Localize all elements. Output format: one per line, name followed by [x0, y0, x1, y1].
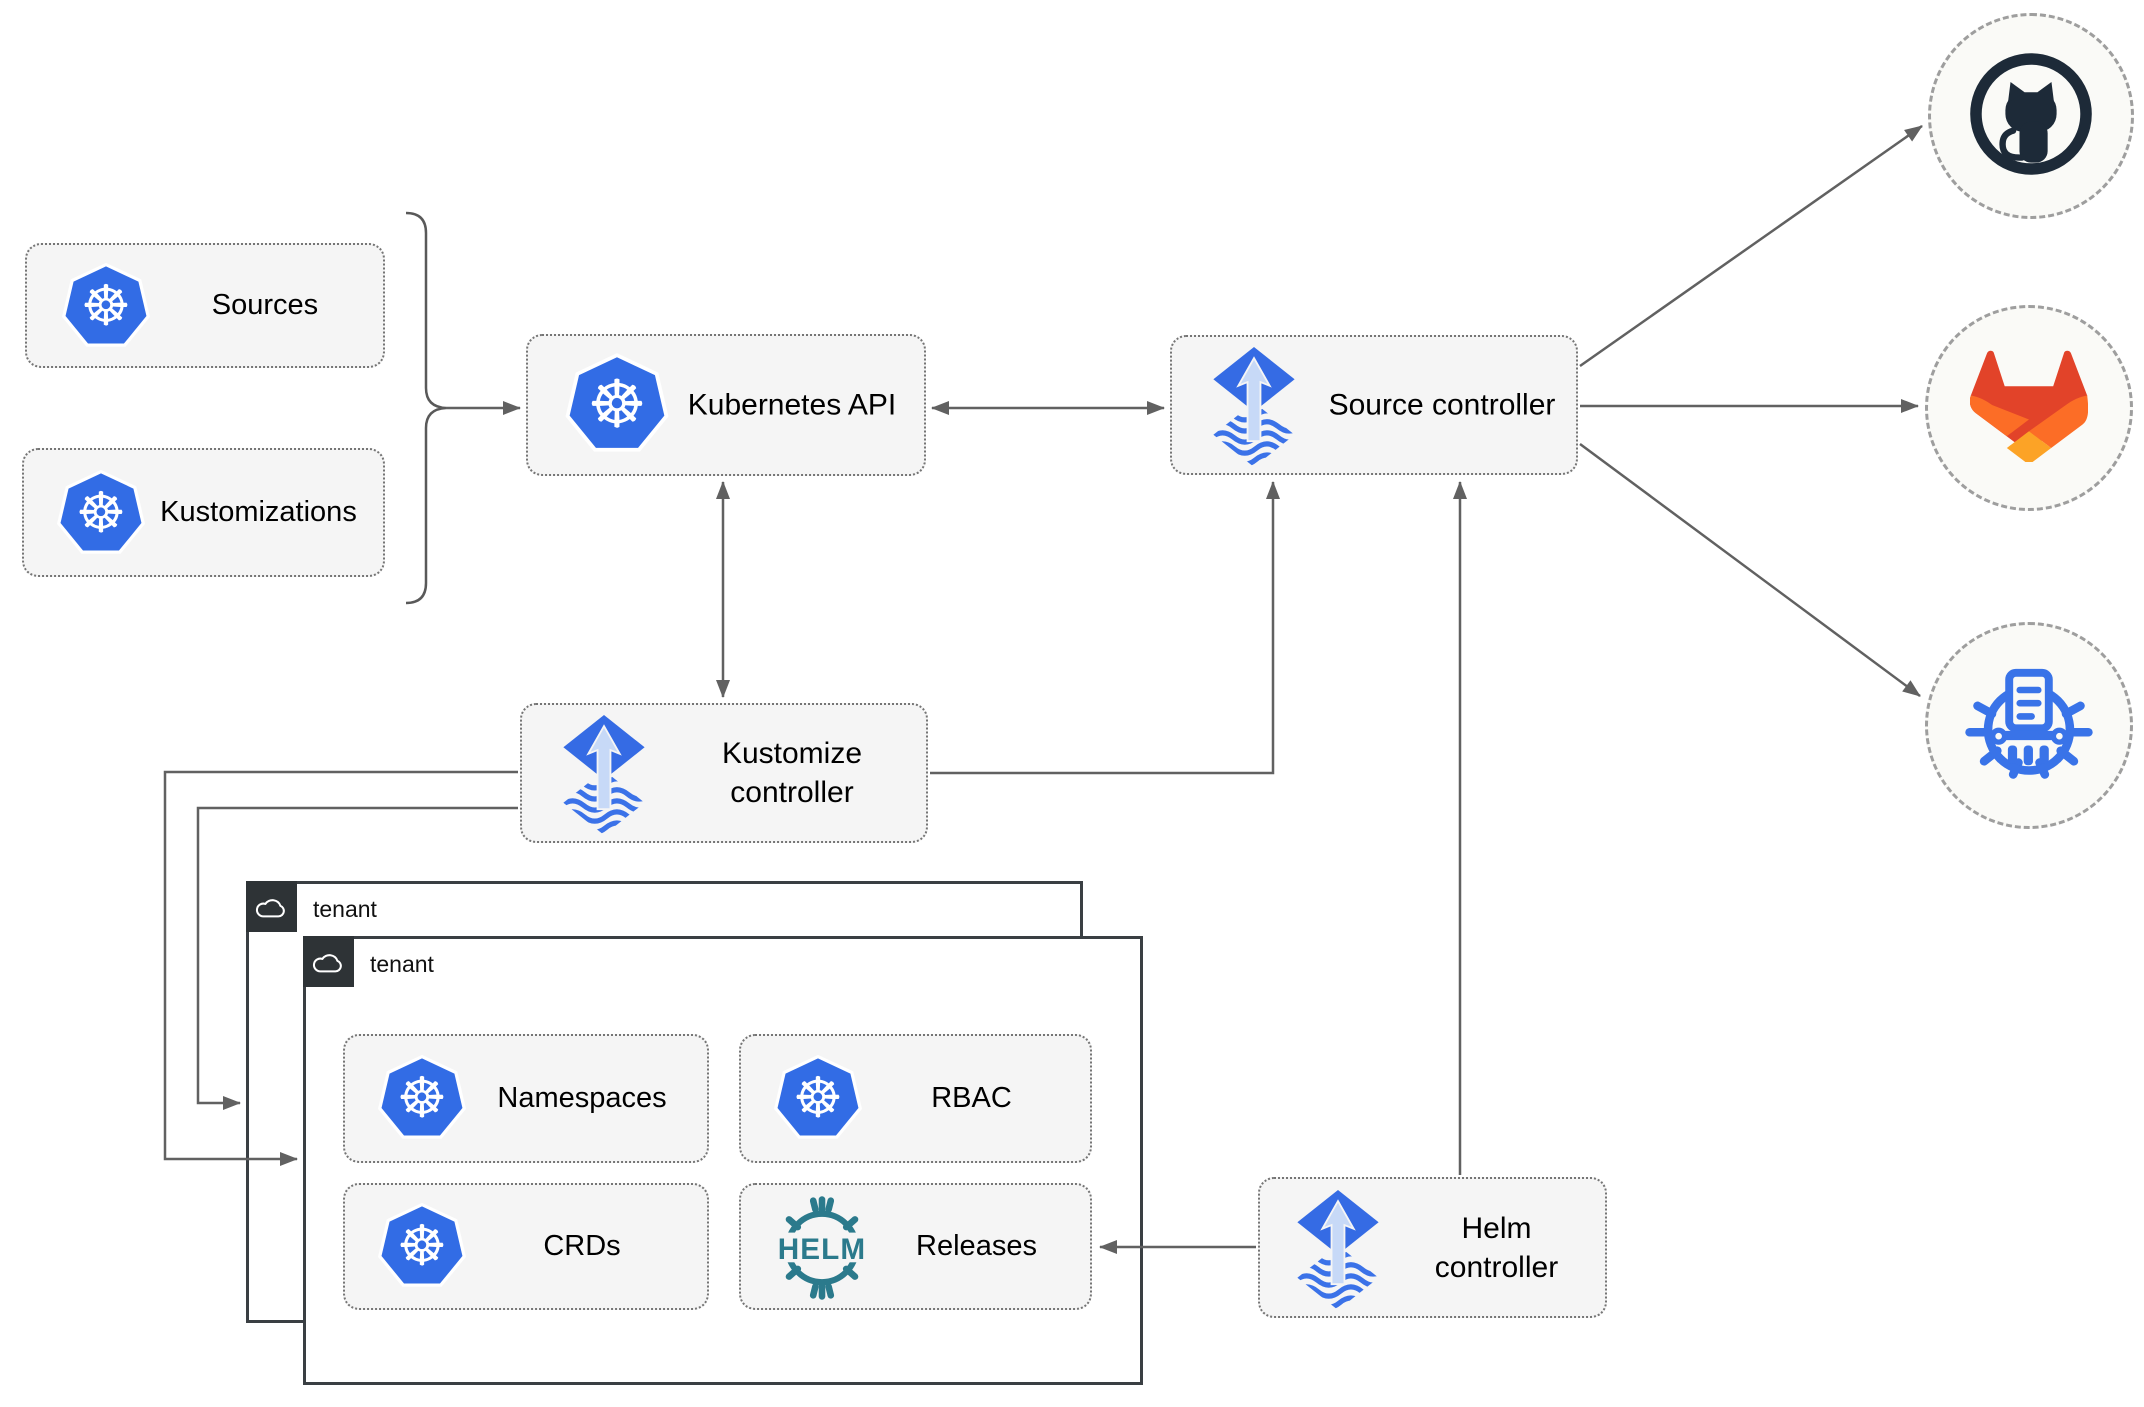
- gitlab-icon: [1969, 350, 2089, 467]
- tenant-front-label: tenant: [370, 951, 434, 977]
- flux-icon: [1290, 1190, 1386, 1315]
- kubernetes-icon: ☸: [54, 468, 148, 560]
- github-endpoint: [1928, 13, 2134, 219]
- kubernetes-icon: ☸: [771, 1053, 865, 1145]
- node-kustomizations: ☸ Kustomizations: [22, 448, 385, 577]
- edge-kustomize-to-source-controller: [930, 481, 1280, 775]
- node-helm-controller: Helm controller: [1258, 1177, 1607, 1318]
- node-label: Kustomize controller: [721, 737, 863, 809]
- kubernetes-icon: ☸: [562, 351, 672, 459]
- node-releases: HELM Releases: [739, 1183, 1092, 1310]
- node-sources: ☸ Sources: [25, 243, 385, 368]
- node-namespaces: ☸ Namespaces: [343, 1034, 709, 1163]
- cloud-icon: [303, 936, 354, 987]
- node-label: Sources: [211, 288, 319, 321]
- node-kustomize-controller: Kustomize controller: [520, 703, 928, 843]
- edge-source-to-github: [1579, 124, 1923, 368]
- kubernetes-icon: ☸: [375, 1053, 469, 1145]
- chartmuseum-endpoint: [1925, 622, 2133, 829]
- node-rbac: ☸ RBAC: [739, 1034, 1092, 1163]
- kubernetes-icon: ☸: [375, 1201, 469, 1293]
- helm-icon: HELM: [767, 1193, 877, 1308]
- node-source-controller: Source controller: [1170, 335, 1578, 475]
- cloud-icon: [246, 881, 297, 932]
- node-label: Source controller: [1328, 388, 1556, 422]
- node-label: CRDs: [543, 1229, 621, 1262]
- node-label: Releases: [916, 1229, 1037, 1262]
- node-kubernetes-api: ☸ Kubernetes API: [526, 334, 926, 476]
- node-label: Kubernetes API: [687, 388, 897, 422]
- node-crds: ☸ CRDs: [343, 1183, 709, 1310]
- node-label: Kustomizations: [160, 495, 357, 528]
- kubernetes-icon: ☸: [59, 261, 153, 353]
- flux-icon: [556, 715, 652, 840]
- node-label: Namespaces: [497, 1081, 667, 1114]
- gitlab-endpoint: [1925, 305, 2133, 511]
- chartmuseum-icon: [1963, 657, 2095, 794]
- github-icon: [1967, 50, 2095, 183]
- helm-wordmark: HELM: [778, 1233, 867, 1266]
- node-label: RBAC: [931, 1081, 1012, 1114]
- brace-sources-kustomizations: [405, 211, 447, 605]
- node-label: Helm controller: [1434, 1211, 1559, 1284]
- edge-source-to-chartmuseum: [1579, 442, 1921, 698]
- tenant-back-label: tenant: [313, 896, 377, 922]
- flux-icon: [1206, 347, 1302, 472]
